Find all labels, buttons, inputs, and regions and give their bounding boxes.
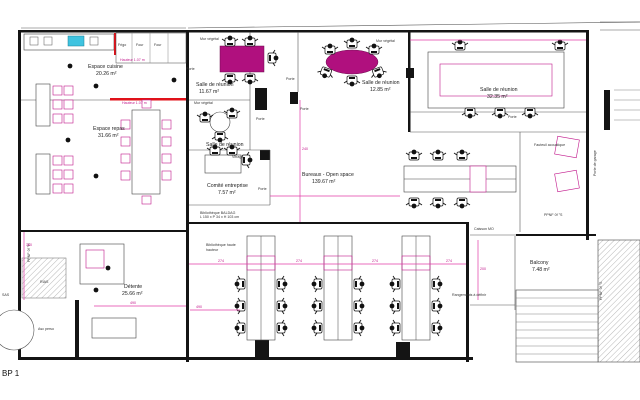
meeting-oval-area: 12.85 m² [370,87,391,93]
note-bibliotheque-1b: L 150 x P 34 x H 103 cm [200,215,239,219]
note-hauteur-2: Hauteur 1.07 m [120,58,145,62]
open-space-area: 139.67 m² [312,179,336,185]
dining-area [35,63,177,205]
staircase [515,89,640,363]
dimension-values: 274 274 274 274 490 490 240 200 360 [26,147,486,309]
svg-text:Four: Four [154,43,162,47]
note-vitrage: Vitrage [232,155,243,159]
meeting-room-small [219,35,279,85]
meeting-small-area: 11.67 m² [199,89,219,95]
note-caisson: Caisson MO [474,227,494,231]
svg-text:Frigo: Frigo [118,43,126,47]
meeting-room-oval [315,37,389,87]
note-ppnf-2: PPNF 0f °S [544,213,563,217]
kitchen-name: Espace cuisine [88,64,123,70]
note-pad-3: Porte [258,187,267,191]
note-rias: RIAS [40,280,49,284]
meeting-oval-name: Salle de réunion [362,80,400,86]
note-bibliotheque-2: Bibliothèque haute [206,243,236,247]
works-council-room [204,144,253,174]
level-label: BP 1 [2,369,20,378]
note-sas: SAS [2,293,10,297]
room-labels: Espace cuisine 20.26 m² Espace repas 31.… [2,64,550,378]
note-bibliotheque-1: Bibliothèque BALDAG [200,211,236,215]
dim-1: 274 [218,259,224,263]
dim-7: 240 [302,147,308,151]
balcony-name: Balcony [530,260,549,266]
note-hauteur-1: Hauteur 1.07 m [122,101,147,105]
open-space-desks-top [403,135,580,209]
note-asc: Asc perso [38,327,54,331]
meeting-room-large [427,39,569,119]
note-pad-5: Porte [186,67,195,71]
relax-area [0,243,137,351]
works-council-area: 7.57 m² [218,190,236,196]
note-pad-1: Porte [286,77,295,81]
meeting-large-area: 32.35 m² [487,94,508,100]
dim-3: 274 [372,259,378,263]
kitchen-counter: Frigo Four Four [23,32,187,101]
dining-name: Espace repas [93,126,125,132]
note-ppnf-3: PPNF 0f °S [599,281,603,300]
dim-6: 490 [196,305,202,309]
works-council-name: Comité entreprise [207,183,248,189]
note-porte-garage: Porte de garage [593,150,597,176]
meeting-small-name: Salle de réunion [196,82,234,88]
dim-9: 360 [26,243,32,247]
note-pad-2: Porte [256,117,265,121]
note-mur-vegetal-3: Mur végétal [194,101,213,105]
dimension-lines [23,39,586,311]
relax-area: 25.66 m² [122,291,143,297]
kitchen-area: 20.26 m² [96,71,117,77]
note-mur-vegetal-1: Mur végétal [200,37,219,41]
open-space-name: Bureaux - Open space [302,172,354,178]
dim-2: 274 [296,259,302,263]
annotations: Mur végétal Mur végétal Mur végétal Bibl… [2,37,603,331]
note-mur-vegetal-2: Mur végétal [376,39,395,43]
note-pad-6: Porte [300,107,309,111]
meeting-room-lounge [196,107,241,143]
dim-4: 274 [446,259,452,263]
dining-area: 31.66 m² [98,133,119,139]
svg-text:Four: Four [136,43,144,47]
note-bibliotheque-2b: hauteur [206,248,219,252]
note-pad-4: Porte [508,115,517,119]
open-space-desks-bottom [234,235,443,341]
meeting-large-name: Salle de réunion [480,87,518,93]
walls [18,30,610,362]
relax-name: Détente [124,284,142,290]
meeting-lounge-name: Salle de réunion [206,142,244,148]
note-rangements: Rangements à définir [452,293,487,297]
note-ppnf-1: PPNF 0f °H [27,243,31,262]
note-fauteuil: Fauteuil acoustique [534,143,565,147]
balcony-area: 7.48 m² [532,267,550,273]
dim-8: 200 [480,267,486,271]
dim-5: 490 [130,301,136,305]
